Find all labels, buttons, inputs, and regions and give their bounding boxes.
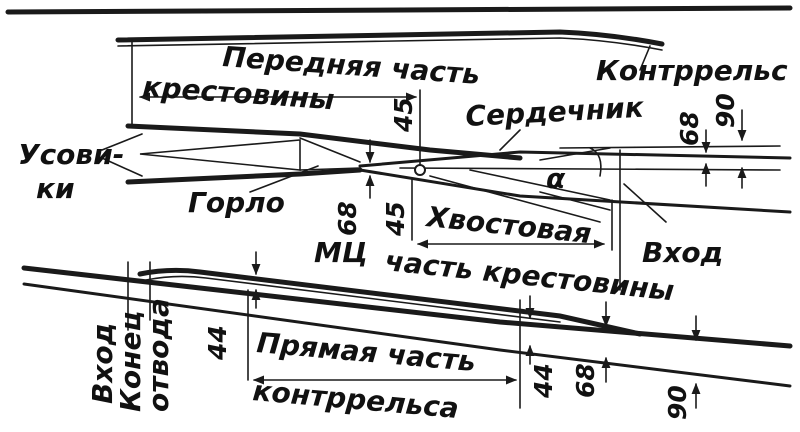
mathematical-center-point <box>414 164 426 176</box>
bottom-running-rail-lower <box>22 282 792 388</box>
flare-end-label-line1: Конец <box>114 311 147 412</box>
entry-right-label: Вход <box>642 236 723 269</box>
straight-part-label-line1: Прямая часть <box>255 326 477 378</box>
tail-part-label-line1: Хвостовая <box>423 200 593 250</box>
wing-rails-leader-2 <box>101 157 143 177</box>
wing-rails-leader-1 <box>101 133 143 151</box>
frog-core-upper <box>358 150 792 168</box>
dim-44-left: 44 <box>203 325 232 361</box>
wing-rail-upper <box>125 123 523 161</box>
dim-90-bottom: 90 <box>663 385 692 420</box>
entry-left-label: Вход <box>86 323 119 404</box>
throat-label: Горло <box>188 186 285 219</box>
throat-leader <box>249 165 319 193</box>
flare-end-label-line2: отвода <box>142 298 175 412</box>
straight-part-label-line2: контррельса <box>251 374 460 425</box>
guard-rail-leader <box>639 45 651 71</box>
entry-leader <box>623 183 667 223</box>
dim-68-top: 68 <box>675 111 704 146</box>
guard-rail-top <box>115 29 665 47</box>
wing-rails-label-a: Усови- <box>18 138 124 171</box>
angle-arm-lower <box>539 191 611 211</box>
frog-core-label: Сердечник <box>465 91 646 133</box>
dim-68-throat: 68 <box>333 201 362 236</box>
frog-core-entry-curve <box>589 147 602 177</box>
frog-core-hatch-1 <box>429 175 601 223</box>
dim-44-right: 44 <box>529 363 558 399</box>
frog-core-centerline <box>399 167 781 171</box>
angle-symbol: α <box>546 162 566 195</box>
mathematical-center-label: МЦ <box>314 236 368 269</box>
bottom-guard-rail <box>137 267 643 337</box>
frog-core-hatch-2 <box>469 169 611 201</box>
wing-rails-label-b: ки <box>36 172 75 205</box>
dim-90-top: 90 <box>711 93 740 128</box>
dim-68-bottom: 68 <box>571 363 600 398</box>
wing-rail-lower <box>125 167 363 185</box>
top-outer-rail <box>5 5 793 15</box>
wing-rails-flangeway <box>139 139 301 171</box>
guard-rail-label: Контррельс <box>596 54 788 87</box>
frog-core-right-upper <box>559 145 781 149</box>
dim-45-bottom: 45 <box>381 201 410 237</box>
dim-45-top: 45 <box>389 97 418 133</box>
core-leader <box>499 129 521 151</box>
wing-rail-upper-bend <box>299 137 361 163</box>
bottom-guard-rail-inner <box>145 275 561 323</box>
angle-arm-upper <box>539 147 611 161</box>
frog-core-lower <box>358 168 792 214</box>
